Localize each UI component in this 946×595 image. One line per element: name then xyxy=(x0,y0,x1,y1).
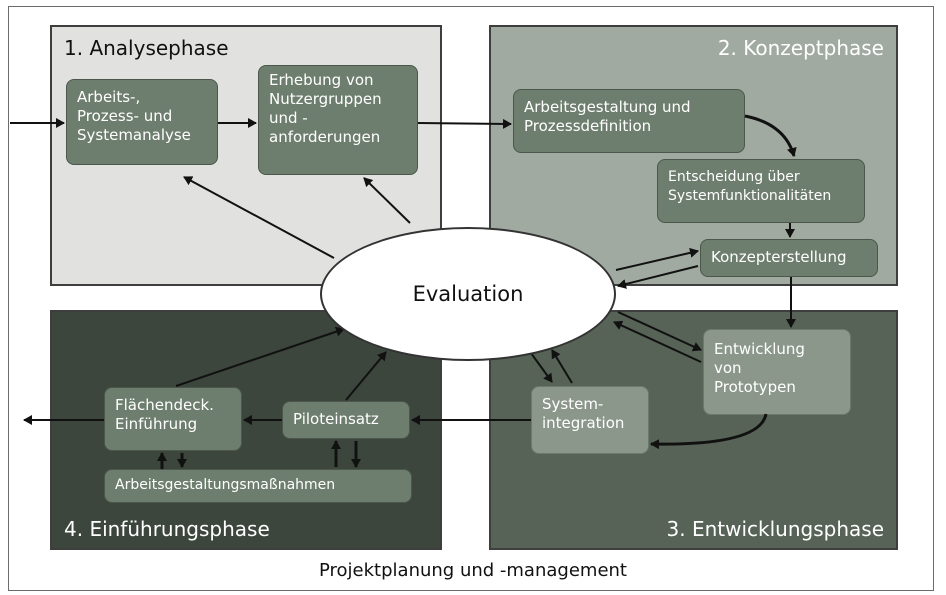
arrow-eval-to-erhebung xyxy=(363,177,411,224)
arrow-konzepterstellung-to-eval xyxy=(617,265,699,289)
node-flaechendeckende-einfuehrung: Flächendeck. Einführung xyxy=(104,387,242,451)
arrow-eval-to-prototypen xyxy=(617,311,702,352)
phase-title-entwicklung: 3. Entwicklungsphase xyxy=(666,517,884,541)
arrow-eval-to-analyse xyxy=(183,176,335,259)
node-piloteinsatz: Piloteinsatz xyxy=(282,401,410,439)
node-arbeitsgestaltungsmassnahmen: Arbeitsgestaltungsmaßnahmen xyxy=(104,469,412,503)
node-erhebung-nutzergruppen: Erhebung von Nutzergruppen und - anforde… xyxy=(258,65,418,175)
node-entscheidung-systemfunktionalitaeten: Entscheidung über Systemfunktionalitäten xyxy=(657,159,865,223)
evaluation-ellipse: Evaluation xyxy=(320,227,616,361)
diagram-frame xyxy=(8,6,934,591)
node-arbeitsgestaltung-prozessdefinition: Arbeitsgestaltung und Prozessdefinition xyxy=(513,89,745,153)
phase-title-einfuehrung: 4. Einführungsphase xyxy=(64,517,270,541)
node-konzepterstellung: Konzepterstellung xyxy=(700,239,878,277)
arrow-prototypen-to-systemintegration xyxy=(650,413,768,450)
arrow-eval-to-konzepterstellung xyxy=(615,247,699,271)
arrow-prototypen-to-eval xyxy=(613,320,702,363)
arrow-systemintegration-to-eval xyxy=(551,349,573,384)
arrow-erhebung-to-arbeitsgestaltung xyxy=(417,118,512,129)
phase-title-konzept: 2. Konzeptphase xyxy=(717,36,884,60)
arrow-pilot-to-eval xyxy=(345,351,387,401)
phase-title-analyse: 1. Analysephase xyxy=(64,36,229,60)
evaluation-label: Evaluation xyxy=(412,282,524,306)
node-arbeits-prozess-systemanalyse: Arbeits-, Prozess- und Systemanalyse xyxy=(66,79,218,165)
arrow-eval-to-systemintegration xyxy=(527,348,553,383)
arrow-arbeitsgestaltung-to-entscheidung xyxy=(744,114,797,157)
node-systemintegration: System- integration xyxy=(531,386,649,454)
footer-caption: Projektplanung und -management xyxy=(319,560,627,581)
arrow-flaechendeck-to-eval xyxy=(175,326,345,387)
node-entwicklung-prototypen: Entwicklung von Prototypen xyxy=(703,329,851,415)
